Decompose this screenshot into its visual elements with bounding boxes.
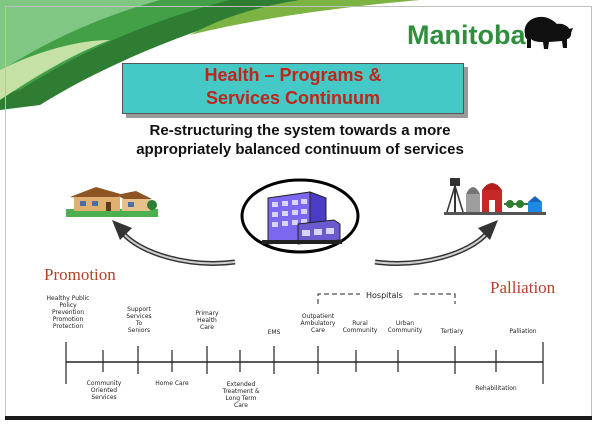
service-label: EMS — [267, 329, 281, 336]
house-icon — [66, 187, 158, 217]
palliation-label: Palliation — [490, 278, 556, 297]
hospital-building-icon — [240, 178, 360, 254]
hospitals-bracket — [317, 293, 456, 304]
service-label: Outpatient Ambulatory Care — [300, 313, 336, 334]
title-box: Health – Programs & Services Continuum — [122, 63, 464, 114]
corner-swoosh — [0, 0, 420, 110]
service-label: Extended Treatment & Long Term Care — [222, 381, 260, 409]
service-label: Home Care — [155, 380, 189, 387]
title-line-1: Health – Programs & — [204, 65, 382, 85]
flow-arrows — [112, 220, 498, 266]
bison-icon — [524, 16, 573, 49]
manitoba-logo-text: Manitoba — [407, 20, 526, 50]
left-arrow — [120, 230, 236, 266]
service-label: Palliation — [509, 328, 537, 335]
service-label: Urban Community — [387, 320, 423, 334]
title-line-2: Services Continuum — [205, 88, 381, 108]
promotion-label: Promotion — [44, 265, 116, 284]
continuum-line — [65, 293, 544, 384]
service-label: Primary Health Care — [195, 310, 219, 331]
service-label: Rural Community — [342, 320, 378, 334]
hospitals-label: Hospitals — [366, 291, 403, 300]
bottom-rule — [5, 416, 592, 420]
subtitle-line-2: appropriately balanced continuum of serv… — [136, 141, 464, 158]
service-label: Community Oriented Services — [86, 380, 122, 401]
right-arrow — [374, 230, 490, 266]
service-label: Rehabilitation — [475, 385, 517, 392]
subtitle-line-1: Re-structuring the system towards a more — [149, 122, 451, 139]
service-label: Support Services To Seniors — [126, 306, 152, 334]
subtitle: Re-structuring the system towards a more… — [100, 121, 500, 159]
farm-icon — [444, 178, 546, 215]
service-label: Healthy Public Policy Prevention Promoti… — [46, 295, 90, 330]
service-label: Tertiary — [440, 328, 464, 335]
